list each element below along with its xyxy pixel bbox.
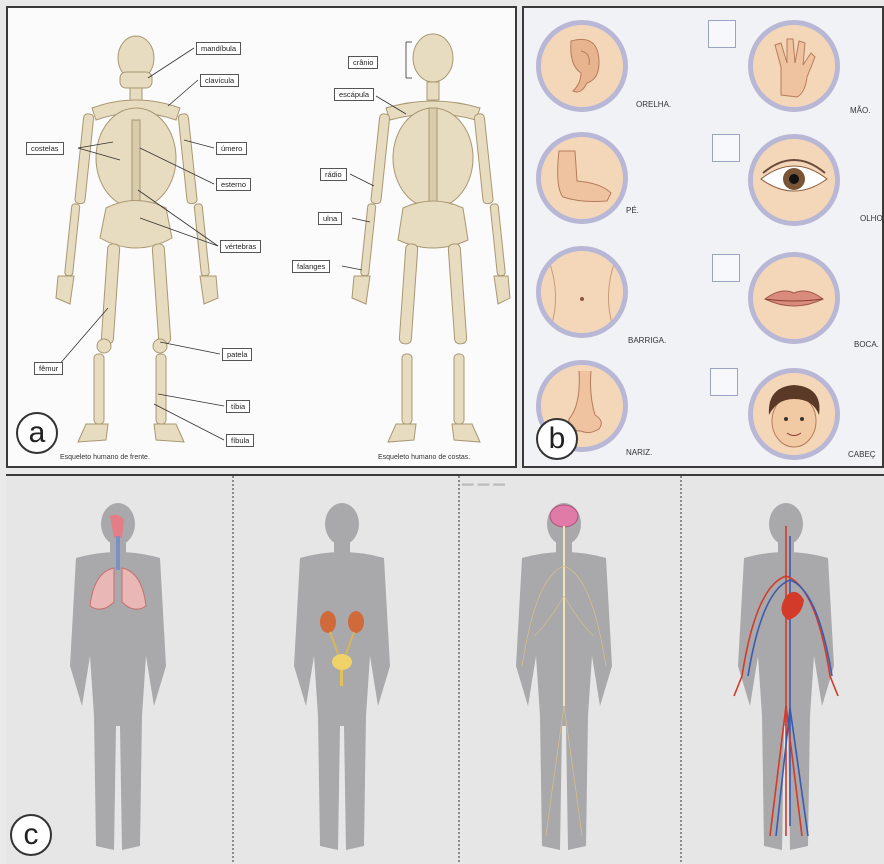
- ear-image: [536, 20, 628, 112]
- label-nariz: NARIZ.: [626, 448, 652, 457]
- label-cranio: crânio: [348, 56, 378, 69]
- label-esterno: esterno: [216, 178, 251, 191]
- answer-box[interactable]: [708, 20, 736, 48]
- label-fibula: fíbula: [226, 434, 254, 447]
- foot-image: [536, 132, 628, 224]
- label-femur: fêmur: [34, 362, 63, 375]
- panel-letter-a: a: [16, 412, 58, 454]
- label-patela: patela: [222, 348, 252, 361]
- brain-icon: [522, 505, 606, 836]
- label-vertebras: vértebras: [220, 240, 261, 253]
- answer-box[interactable]: [710, 368, 738, 396]
- label-falanges: falanges: [292, 260, 330, 273]
- eye-image: [748, 134, 840, 226]
- answer-box[interactable]: [712, 254, 740, 282]
- mouth-image: [748, 252, 840, 344]
- label-tibia: tíbia: [226, 400, 250, 413]
- skeleton-illustration: [8, 8, 515, 466]
- answer-box[interactable]: [712, 134, 740, 162]
- label-cabeca: CABEÇ: [848, 450, 876, 459]
- label-mao: MÃO.: [850, 106, 870, 115]
- label-umero: úmero: [216, 142, 247, 155]
- panel-c-body-systems: ▁ ▁ ▁: [6, 474, 884, 864]
- caption-back: Esqueleto humano de costas.: [378, 454, 470, 461]
- label-escapula: escápula: [334, 88, 374, 101]
- label-mandibula: mandíbula: [196, 42, 241, 55]
- hand-image: [748, 20, 840, 112]
- label-radio: rádio: [320, 168, 347, 181]
- head-image: [748, 368, 840, 460]
- label-olho: OLHO.: [860, 214, 884, 223]
- label-ulna: ulna: [318, 212, 342, 225]
- body-systems-illustration: [6, 476, 884, 864]
- panel-letter-b: b: [536, 418, 578, 460]
- panel-b-body-parts: ORELHA. MÃO. PÉ. OLHO. BARRIGA. BOCA. NA…: [522, 6, 884, 468]
- label-boca: BOCA.: [854, 340, 879, 349]
- label-clavicula: clavícula: [200, 74, 239, 87]
- label-pe: PÉ.: [626, 206, 639, 215]
- label-costelas: costelas: [26, 142, 64, 155]
- caption-front: Esqueleto humano de frente.: [60, 454, 150, 461]
- belly-image: [536, 246, 628, 338]
- panel-letter-c: c: [10, 814, 52, 856]
- panel-a-skeleton: mandíbula clavícula costelas úmero ester…: [6, 6, 517, 468]
- label-orelha: ORELHA.: [636, 100, 671, 109]
- label-barriga: BARRIGA.: [628, 336, 666, 345]
